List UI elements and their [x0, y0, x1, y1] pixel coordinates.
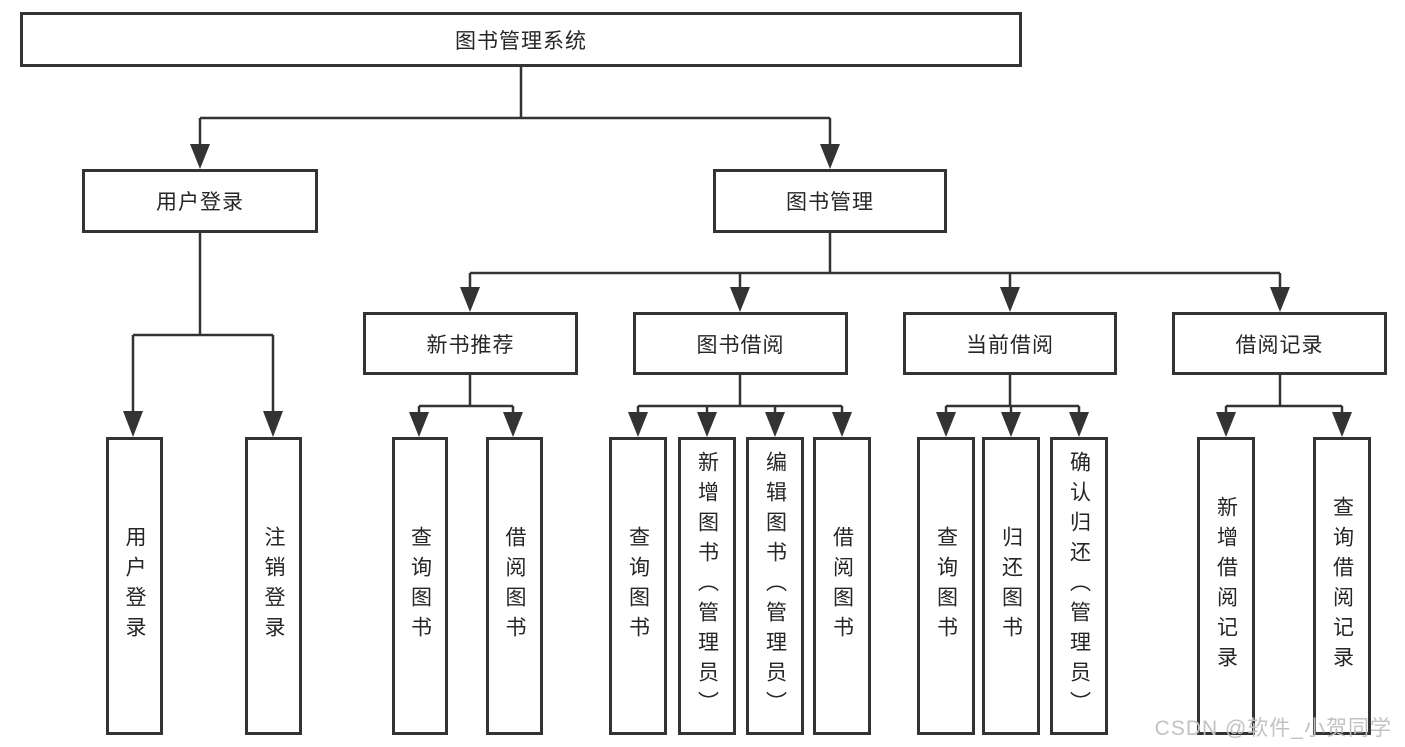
leaf-edit-book-admin: 编辑图书（管理员）	[746, 437, 804, 735]
node-label: 新书推荐	[426, 333, 515, 357]
node-label: 当前借阅	[966, 333, 1054, 357]
leaf-borrow-books-1: 借阅图书	[486, 437, 543, 735]
node-label: 图书借阅	[696, 333, 785, 357]
leaf-add-borrow-record: 新增借阅记录	[1197, 437, 1255, 735]
node-label: 查询借阅记录	[1330, 496, 1354, 676]
node-label: 借阅记录	[1235, 333, 1324, 357]
connector-root-to-level2	[190, 67, 840, 169]
node-label: 用户登录	[123, 526, 146, 646]
leaf-query-books-2: 查询图书	[609, 437, 667, 735]
leaf-add-book-admin: 新增图书（管理员）	[678, 437, 736, 735]
node-label: 借阅图书	[503, 526, 526, 646]
node-borrow-records: 借阅记录	[1172, 312, 1387, 375]
node-new-book-recommend: 新书推荐	[363, 312, 578, 375]
node-label: 注销登录	[262, 526, 285, 646]
node-user-login: 用户登录	[82, 169, 318, 233]
csdn-watermark: CSDN @软件_小贺同学	[1154, 717, 1392, 740]
leaf-user-login: 用户登录	[106, 437, 163, 735]
node-label: 图书管理系统	[455, 29, 587, 53]
connector-new-book-recommend-to-leaves	[409, 375, 523, 437]
node-label: 查询图书	[934, 526, 958, 646]
node-label: 查询图书	[408, 526, 432, 646]
node-label: 图书管理	[786, 191, 874, 214]
node-root: 图书管理系统	[20, 12, 1022, 67]
node-label: 新增图书（管理员）	[695, 451, 719, 721]
connector-book-borrow-to-leaves	[628, 375, 852, 437]
node-label: 查询图书	[626, 526, 650, 646]
node-label: 用户登录	[156, 191, 244, 214]
connector-user-login-to-leaves	[123, 233, 283, 437]
node-current-borrow: 当前借阅	[903, 312, 1117, 375]
leaf-query-books-3: 查询图书	[917, 437, 975, 735]
node-label: 新增借阅记录	[1214, 496, 1238, 676]
leaf-logout: 注销登录	[245, 437, 302, 735]
leaf-confirm-return-admin: 确认归还（管理员）	[1050, 437, 1108, 735]
node-book-management: 图书管理	[713, 169, 947, 233]
connector-book-management-to-level3	[460, 233, 1290, 312]
node-book-borrow: 图书借阅	[633, 312, 848, 375]
node-label: 归还图书	[999, 526, 1023, 646]
connector-borrow-records-to-leaves	[1216, 375, 1352, 437]
leaf-query-borrow-record: 查询借阅记录	[1313, 437, 1371, 735]
leaf-borrow-books-2: 借阅图书	[813, 437, 871, 735]
node-label: 编辑图书（管理员）	[763, 451, 787, 721]
leaf-query-books-1: 查询图书	[392, 437, 448, 735]
node-label: 确认归还（管理员）	[1067, 451, 1091, 721]
connector-current-borrow-to-leaves	[936, 375, 1089, 437]
node-label: 借阅图书	[830, 526, 854, 646]
leaf-return-book: 归还图书	[982, 437, 1040, 735]
